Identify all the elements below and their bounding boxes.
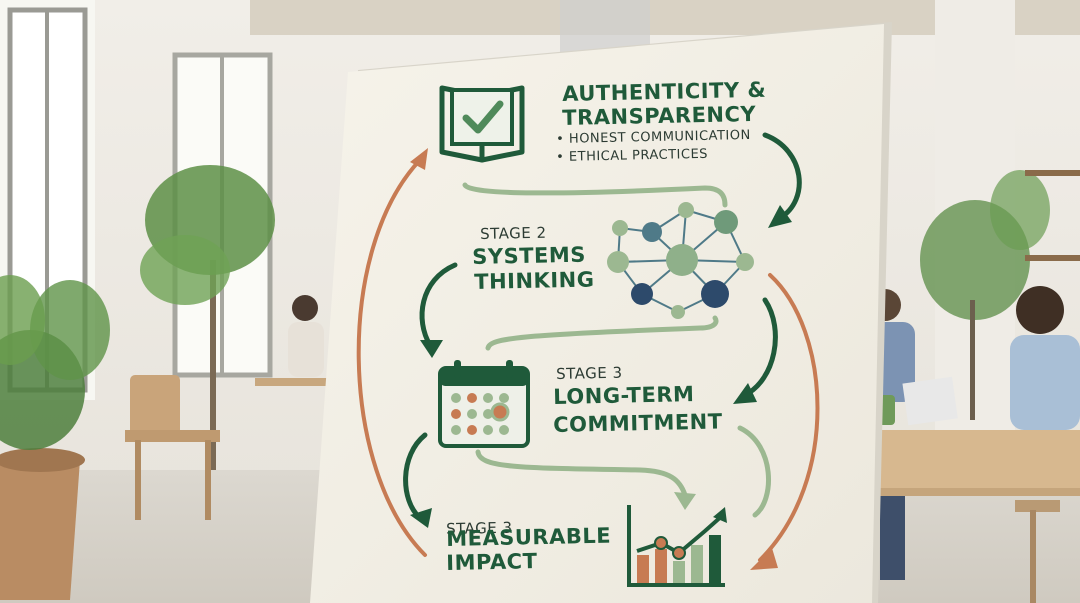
arrow-stage2-right-head (733, 383, 757, 404)
calendar-icon (438, 360, 530, 448)
arrow-stage2-left-head (420, 340, 443, 358)
right-down-arrowhead (750, 548, 778, 570)
arrow-stage3-left-head (410, 508, 432, 528)
arrow-stage2-right (742, 297, 778, 398)
arrow-stage1-to-2 (762, 132, 802, 221)
sage-connector-3 (475, 449, 688, 498)
left-return-arrow (356, 158, 427, 557)
stage1-bullet-2: • ETHICAL PRACTICES (556, 146, 709, 165)
plant-right (920, 170, 1050, 420)
plant-left (0, 275, 110, 600)
sign-board (310, 22, 892, 603)
sage-connector-3-head (674, 492, 696, 510)
arrow-stage2-left (419, 262, 458, 348)
right-down-arrow (758, 273, 820, 562)
desk-right (860, 376, 1080, 603)
shelf-right (1025, 170, 1080, 261)
stage2-label: STAGE 2 (480, 223, 547, 243)
stage2-title-line2: THINKING (474, 267, 595, 294)
sage-connector-1 (462, 182, 728, 208)
stage4-title-line1: MEASURABLE (446, 523, 612, 551)
left-return-arrowhead (410, 148, 428, 170)
plant-tree (140, 165, 275, 470)
stage2-title-line1: SYSTEMS (472, 242, 587, 269)
sage-connector-2 (485, 315, 719, 351)
bar-chart-rising-icon (627, 505, 727, 587)
stage3-title-line1: LONG-TERM (553, 382, 695, 409)
person-left (255, 295, 335, 386)
stage4-title-line2: IMPACT (446, 549, 538, 575)
stage3-label: STAGE 3 (556, 363, 623, 383)
stage3-title-line2: COMMITMENT (553, 409, 723, 437)
sage-arrow-right (737, 425, 771, 518)
network-graph-icon (607, 202, 754, 319)
chair-left (125, 375, 220, 520)
open-book-check-icon (439, 85, 525, 163)
person-right (1010, 286, 1080, 430)
arrow-stage3-left (403, 432, 428, 521)
arrow-stage1-to-2-head (768, 205, 792, 228)
